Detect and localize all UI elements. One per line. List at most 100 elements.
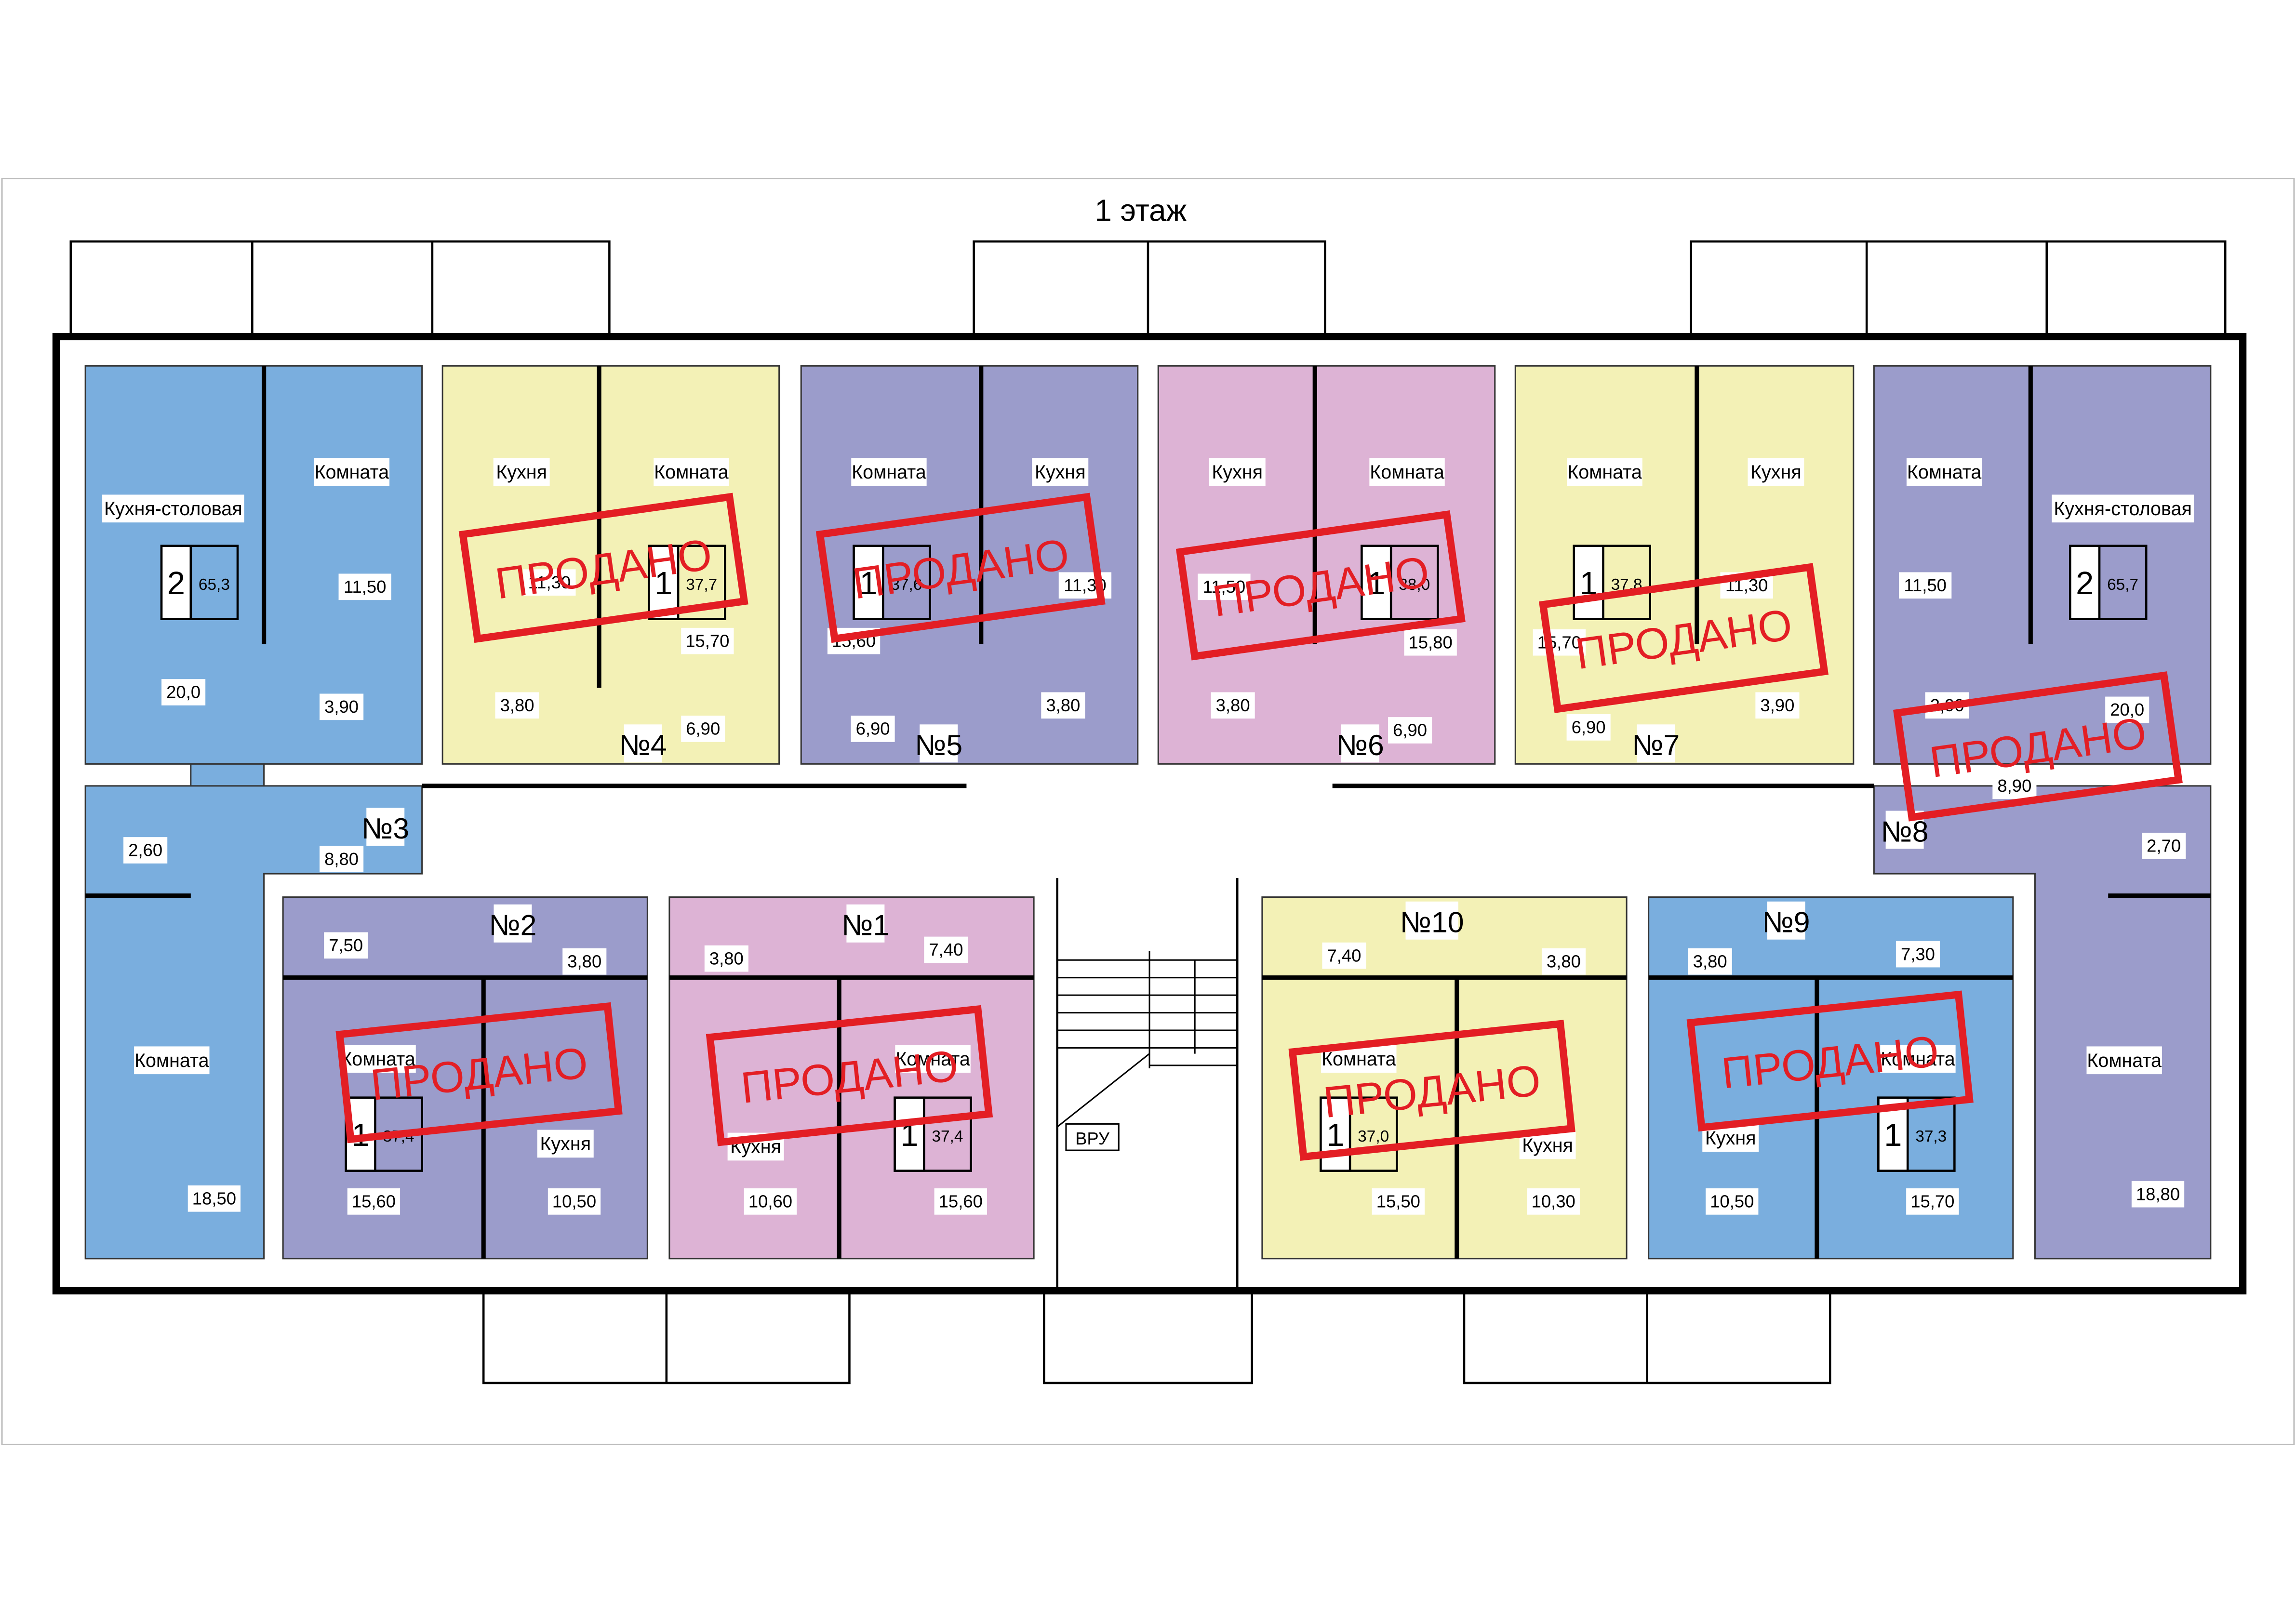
room-area: 15,60	[939, 1192, 983, 1211]
room-name: Комната	[654, 462, 729, 483]
room-area-bg	[1896, 941, 1940, 968]
room-area: 7,30	[1901, 944, 1935, 964]
room-area: 11,50	[1904, 575, 1946, 595]
apartment-number-bg	[366, 808, 405, 846]
room-area: 10,50	[552, 1192, 596, 1211]
room-area-bg	[320, 846, 364, 873]
room-area: 3,80	[500, 695, 534, 715]
room-area-bg	[924, 936, 968, 963]
room-area: 2,60	[128, 840, 162, 860]
room-area-bg	[681, 627, 734, 654]
apartment-number-bg	[1767, 901, 1805, 940]
room-area: 11,50	[1203, 577, 1245, 597]
apartment-number: №8	[1881, 815, 1929, 848]
room-area-bg	[851, 716, 895, 742]
apartment-number: №3	[361, 812, 409, 845]
apartment-number: №10	[1400, 906, 1464, 939]
room-area-bg	[1198, 573, 1251, 600]
staircase	[1056, 951, 1238, 1151]
total-area: 38,0	[1399, 576, 1430, 594]
room-name-bg	[1880, 1045, 1956, 1073]
room-name: Комната	[1881, 1049, 1955, 1070]
room-area: 6,90	[686, 719, 720, 739]
apartment-number: №7	[1632, 729, 1680, 761]
room-area-bg	[1906, 1188, 1959, 1215]
room-name-bg	[2086, 1046, 2162, 1075]
room-area-bg	[1541, 948, 1586, 975]
room-area: 7,50	[329, 935, 363, 955]
apartment-number-bg	[846, 904, 885, 943]
room-area: 3,80	[709, 948, 744, 968]
apartment-number: №9	[1762, 906, 1810, 939]
floor-title: 1 этаж	[1095, 193, 1187, 228]
apartment-number-bg	[624, 724, 662, 763]
room-area-bg	[744, 1188, 797, 1215]
room-area-bg	[1372, 1188, 1425, 1215]
room-area-bg	[2105, 696, 2149, 723]
room-area-bg	[523, 569, 576, 596]
room-name-bg	[493, 458, 550, 486]
room-area-bg	[1755, 692, 1800, 719]
room-name: Кухня-столовая	[104, 498, 242, 519]
room-area: 3,80	[567, 951, 601, 971]
room-area-bg	[324, 932, 368, 959]
room-count: 2	[2076, 566, 2094, 601]
balconies	[69, 240, 2227, 1384]
total-area: 37,3	[1915, 1128, 1947, 1145]
total-area: 37,6	[891, 576, 922, 594]
room-count: 2	[167, 566, 185, 601]
room-area: 3,90	[324, 697, 359, 717]
room-area-bg	[161, 679, 206, 705]
room-name-bg	[1369, 458, 1445, 486]
room-area-bg	[495, 692, 539, 719]
total-area: 65,3	[199, 576, 230, 594]
room-name-bg	[102, 494, 244, 523]
apartment-number: №4	[619, 729, 667, 761]
room-area-bg	[1211, 692, 1255, 719]
room-area: 6,90	[1393, 720, 1427, 740]
apartment-number: №2	[489, 909, 537, 942]
room-area: 15,60	[352, 1192, 396, 1211]
room-area-bg	[562, 948, 607, 975]
total-area: 37,0	[1358, 1128, 1389, 1145]
room-count: 1	[654, 566, 672, 601]
room-name: Кухня	[1750, 462, 1802, 483]
room-area: 6,90	[856, 719, 890, 739]
total-area: 37,7	[686, 576, 717, 594]
room-area: 18,50	[192, 1188, 236, 1208]
room-name-bg	[340, 1045, 416, 1073]
room-name: Комната	[1370, 462, 1444, 483]
room-area: 7,40	[929, 940, 963, 959]
room-name-bg	[537, 1130, 594, 1158]
room-area: 3,80	[1216, 695, 1250, 715]
room-area: 15,50	[1376, 1192, 1420, 1211]
room-area-bg	[1992, 772, 2037, 799]
room-name-bg	[851, 458, 927, 486]
room-name: Кухня	[1212, 462, 1263, 483]
room-area: 15,70	[1910, 1192, 1954, 1211]
room-name: Кухня-столовая	[2054, 498, 2192, 519]
room-area-bg	[1898, 572, 1952, 599]
room-area-bg	[1533, 629, 1586, 656]
room-count: 1	[1884, 1117, 1902, 1153]
room-area: 8,80	[324, 849, 359, 869]
room-area-bg	[547, 1188, 601, 1215]
apartment-number: №1	[841, 909, 889, 942]
room-area: 3,80	[1693, 951, 1727, 971]
room-area: 10,50	[1710, 1192, 1754, 1211]
room-area-bg	[2131, 1181, 2185, 1208]
room-name: Кухня	[1035, 462, 1086, 483]
utility-room-label: ВРУ	[1075, 1129, 1110, 1148]
room-name: Комната	[1322, 1049, 1396, 1070]
room-area: 7,40	[1327, 945, 1361, 965]
apartment-8-area	[1873, 365, 2212, 1260]
walls	[52, 333, 2247, 1295]
room-area-bg	[2142, 833, 2186, 859]
apartment-number: №6	[1336, 729, 1384, 761]
apartment-number-bg	[920, 724, 958, 763]
room-area-bg	[1566, 714, 1611, 741]
